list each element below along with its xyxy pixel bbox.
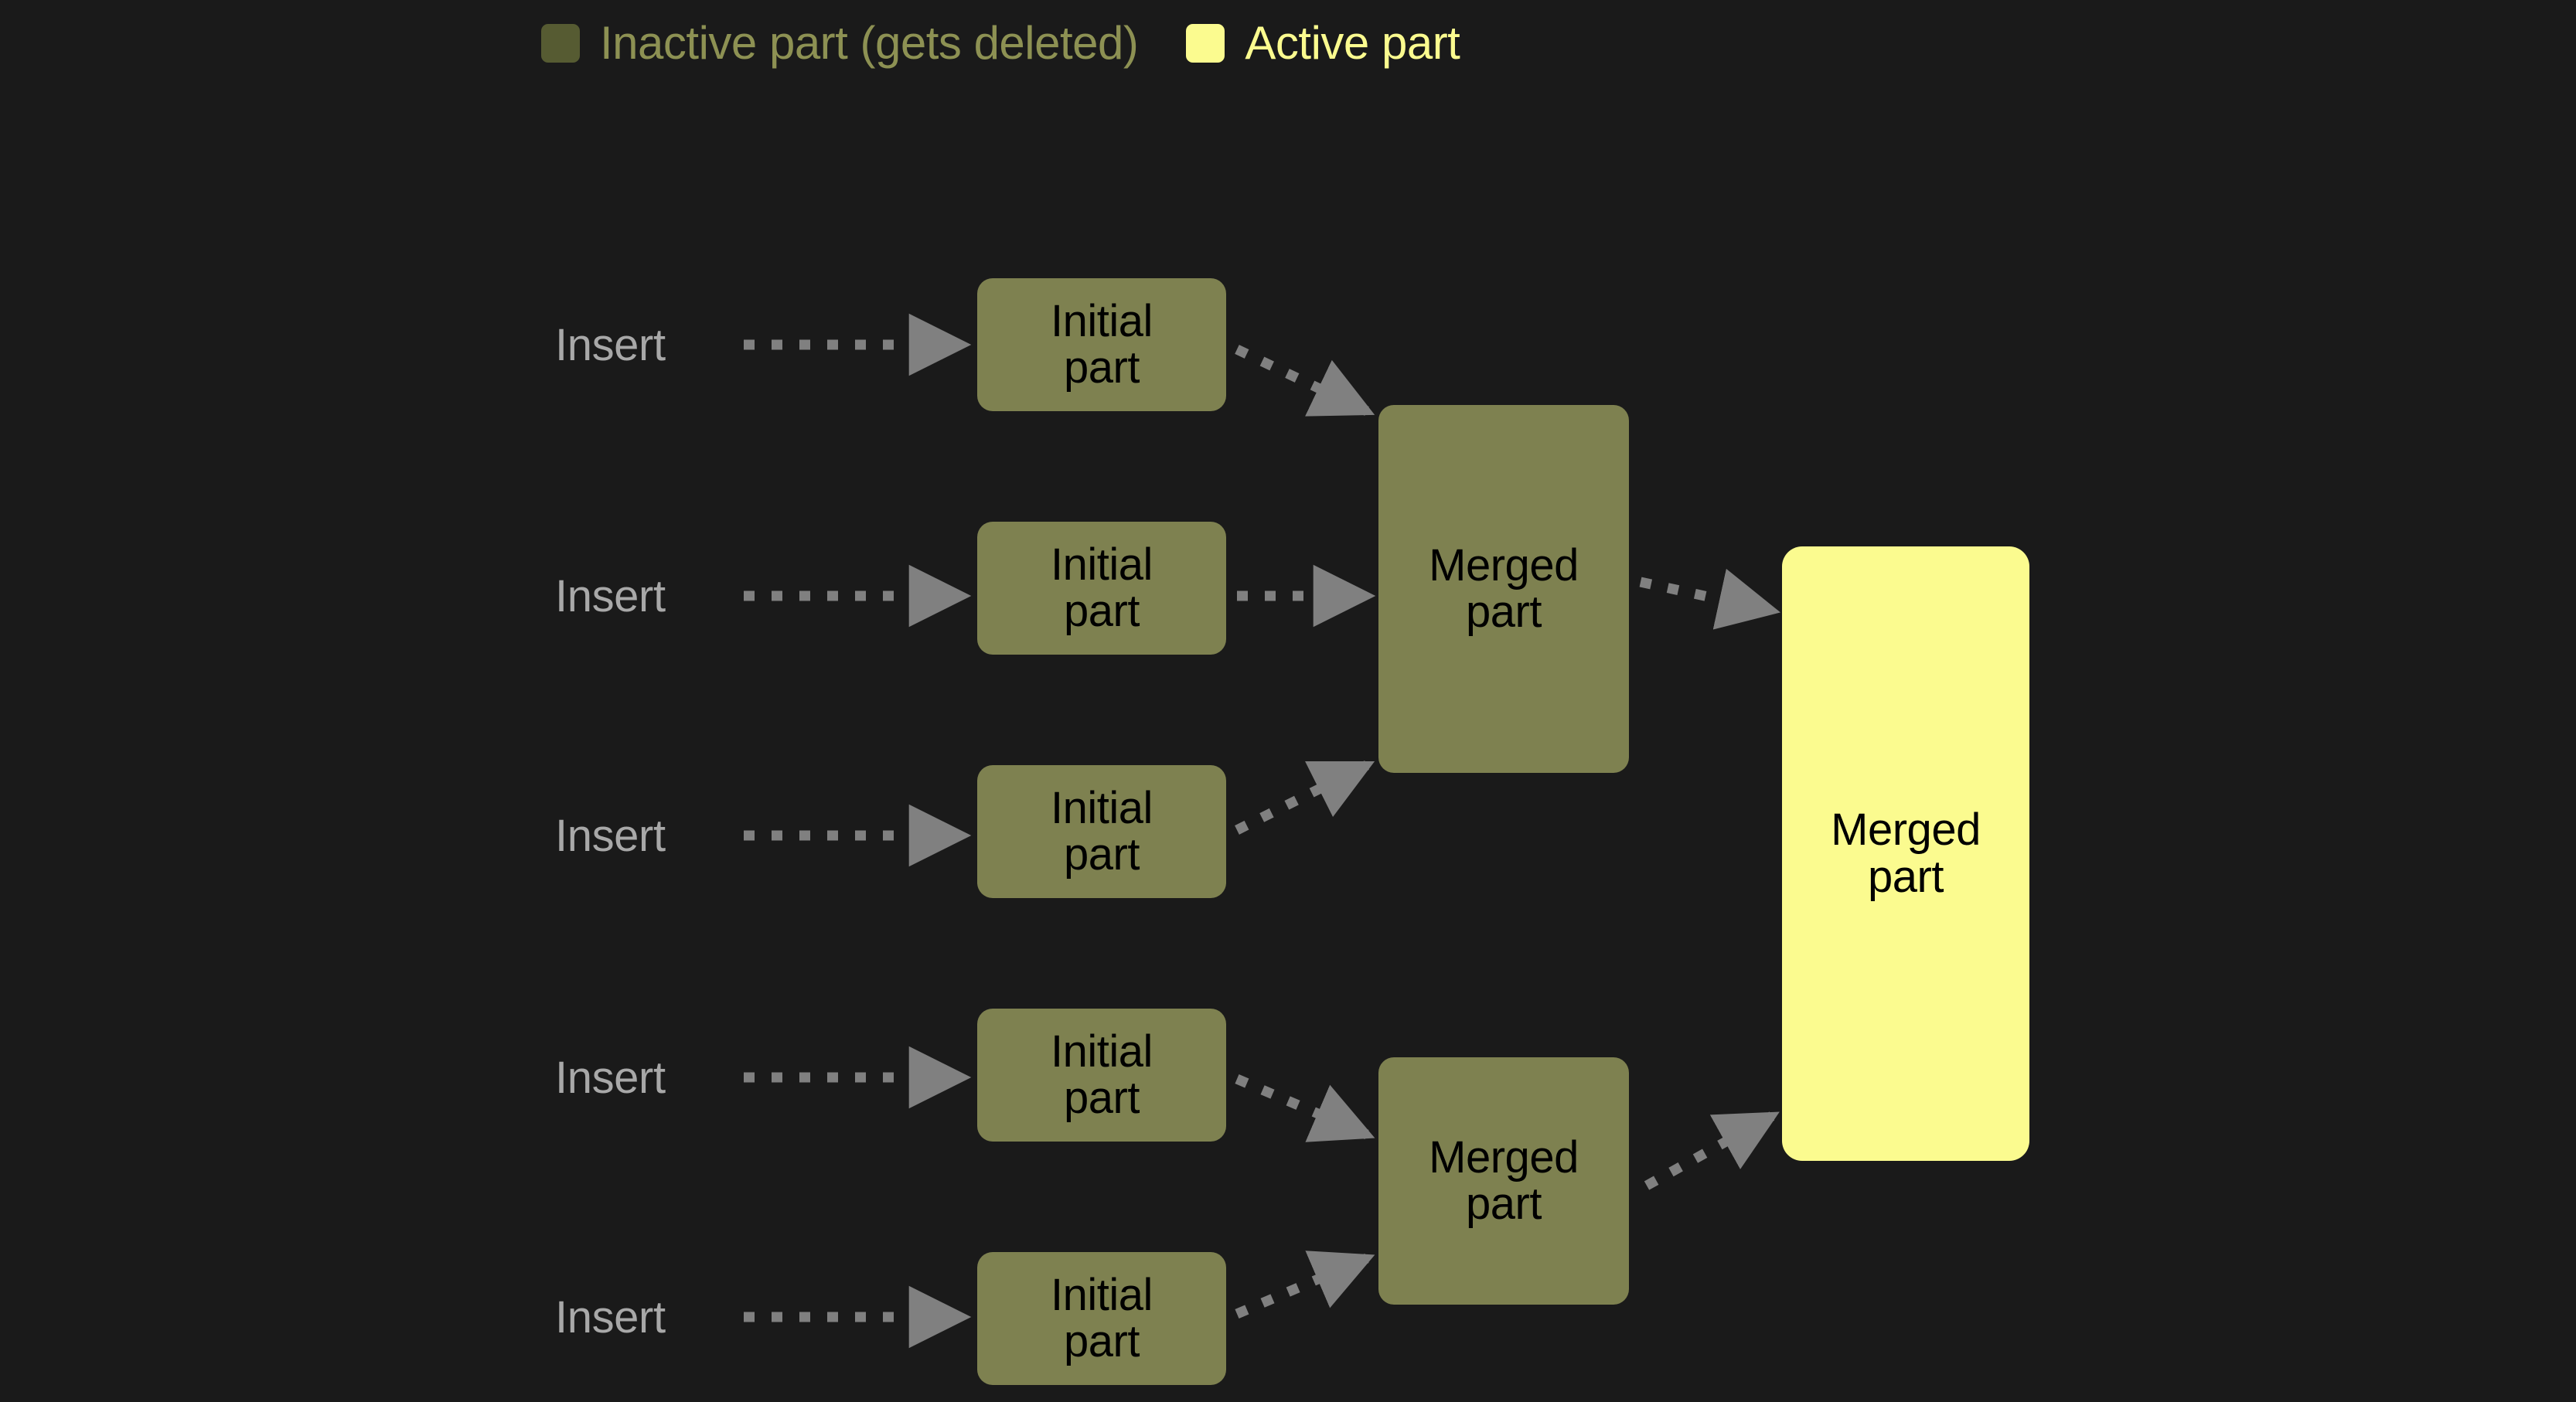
initial-part-label-4: Initial part bbox=[1051, 1026, 1153, 1123]
arrow-initial3-to-merged1 bbox=[1235, 761, 1375, 835]
insert-label-4: Insert bbox=[555, 1053, 666, 1103]
initial-part-box-2[interactable]: Initial part bbox=[977, 522, 1226, 655]
final-merged-part-box[interactable]: Merged part bbox=[1782, 546, 2029, 1161]
legend-item-inactive: Inactive part (gets deleted) bbox=[541, 17, 1139, 69]
legend-swatch-active-icon bbox=[1186, 24, 1225, 63]
legend-item-active: Active part bbox=[1186, 20, 1460, 66]
arrow-merged2-to-final bbox=[1644, 1111, 1780, 1190]
final-merged-part-label: Merged part bbox=[1831, 805, 1981, 902]
initial-part-box-3[interactable]: Initial part bbox=[977, 765, 1226, 898]
initial-part-label-2: Initial part bbox=[1051, 539, 1153, 636]
initial-part-box-5[interactable]: Initial part bbox=[977, 1252, 1226, 1385]
arrow-merged1-to-final bbox=[1639, 568, 1781, 630]
legend-label-inactive: Inactive part (gets deleted) bbox=[600, 17, 1139, 69]
arrow-initial4-to-merged2 bbox=[1235, 1074, 1375, 1142]
legend-swatch-inactive-icon bbox=[541, 24, 580, 63]
legend-label-active: Active part bbox=[1245, 17, 1460, 69]
merged-part-label-2: Merged part bbox=[1429, 1131, 1579, 1229]
merged-part-box-2[interactable]: Merged part bbox=[1378, 1057, 1629, 1305]
initial-part-label-5: Initial part bbox=[1051, 1269, 1153, 1366]
initial-part-box-1[interactable]: Initial part bbox=[977, 278, 1226, 411]
initial-part-label-3: Initial part bbox=[1051, 782, 1153, 880]
insert-label-3: Insert bbox=[555, 811, 666, 861]
merged-part-label-1: Merged part bbox=[1429, 539, 1579, 637]
arrow-initial5-to-merged2 bbox=[1235, 1251, 1375, 1319]
initial-part-box-4[interactable]: Initial part bbox=[977, 1009, 1226, 1142]
initial-part-label-1: Initial part bbox=[1051, 295, 1153, 393]
insert-label-2: Insert bbox=[555, 571, 666, 621]
insert-label-5: Insert bbox=[555, 1292, 666, 1342]
insert-label-1: Insert bbox=[555, 320, 666, 370]
legend: Inactive part (gets deleted) Active part bbox=[541, 20, 1460, 66]
merged-part-box-1[interactable]: Merged part bbox=[1378, 405, 1629, 773]
arrow-initial1-to-merged1 bbox=[1235, 345, 1375, 417]
